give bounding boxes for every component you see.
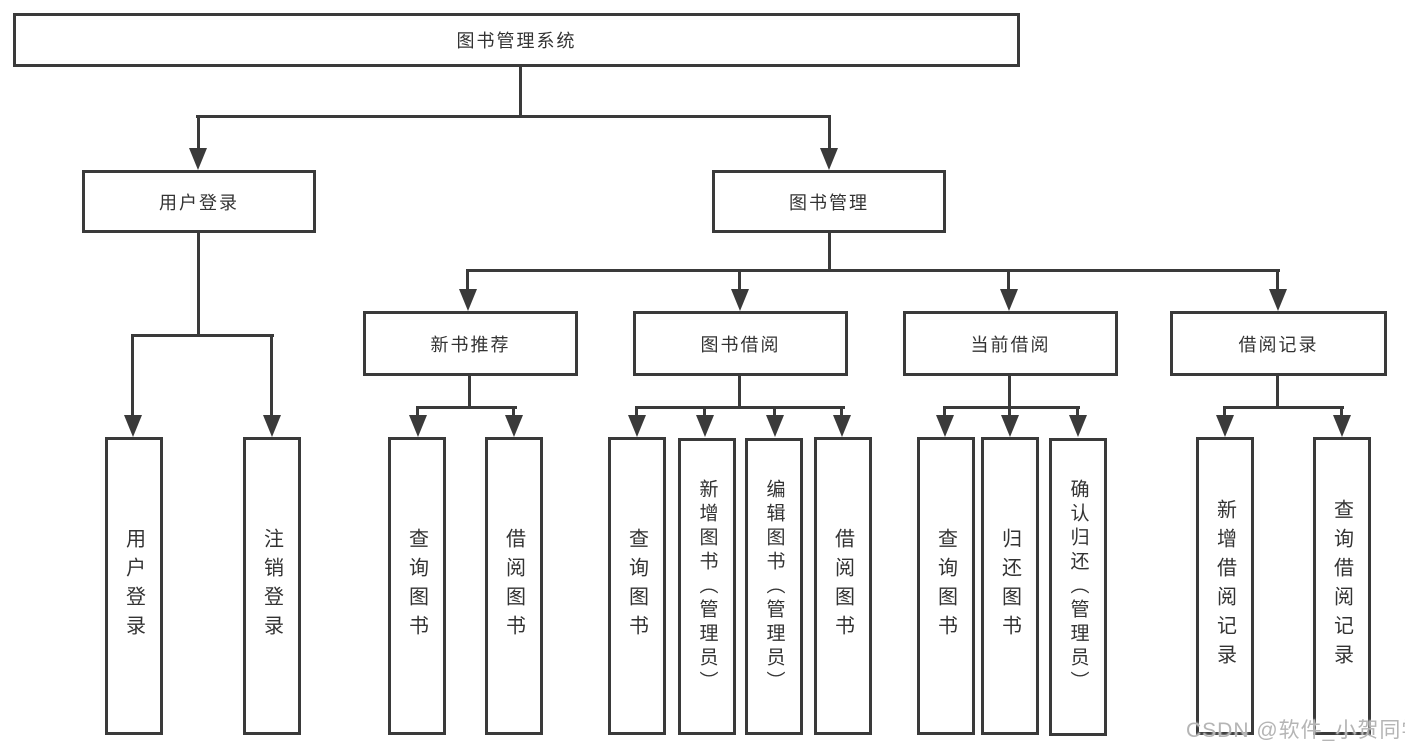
arrow-to-leaf-user-login — [124, 415, 142, 437]
connector-stub-book-borrow — [738, 269, 741, 292]
leaf-br-add-record: 新增借阅记录 — [1196, 437, 1254, 735]
leaf-cb-confirm-return-admin: 确认归还（管理员） — [1049, 438, 1107, 736]
leaf-nbr-borrow-books: 借阅图书 — [485, 437, 543, 735]
node-book-borrow: 图书借阅 — [633, 311, 848, 376]
arrow-to-current-borrow — [1000, 289, 1018, 311]
connector-userlogin-stem — [197, 233, 200, 337]
connector-stub-cb-return — [1008, 406, 1011, 418]
arrow-to-br-add — [1216, 415, 1234, 437]
connector-stub-current-borrow — [1007, 269, 1010, 292]
leaf-bb-edit-books-admin: 编辑图书（管理员） — [745, 438, 803, 735]
leaf-logout: 注销登录 — [243, 437, 301, 735]
connector-stub-br-add — [1223, 406, 1226, 418]
arrow-to-cb-return — [1001, 415, 1019, 437]
connector-stub-bb-query — [635, 406, 638, 418]
connector-root-rail — [196, 115, 831, 118]
arrow-to-bb-edit — [766, 415, 784, 437]
leaf-bb-add-books-admin: 新增图书（管理员） — [678, 438, 736, 735]
connector-stub-nbr-borrow — [512, 406, 515, 418]
arrow-to-bb-borrow — [833, 415, 851, 437]
arrow-to-bb-query — [628, 415, 646, 437]
connector-stub-book-mgmt — [828, 115, 831, 151]
connector-cb-stem — [1008, 376, 1011, 409]
connector-stub-cb-confirm — [1076, 406, 1079, 418]
arrow-to-nbr-borrow — [505, 415, 523, 437]
node-borrow-record: 借阅记录 — [1170, 311, 1387, 376]
leaf-bb-query-books: 查询图书 — [608, 437, 666, 735]
csdn-watermark: CSDN @软件_小贺同学 — [1186, 719, 1405, 742]
node-new-book-recommend: 新书推荐 — [363, 311, 578, 376]
connector-br-stem — [1276, 376, 1279, 409]
leaf-user-login: 用户登录 — [105, 437, 163, 735]
connector-root-stem — [519, 65, 522, 118]
connector-bookmgmt-rail — [466, 269, 1280, 272]
connector-stub-leaf-logout — [270, 334, 273, 417]
arrow-to-cb-confirm — [1069, 415, 1087, 437]
connector-stub-bb-edit — [773, 406, 776, 418]
leaf-cb-query-books: 查询图书 — [917, 437, 975, 735]
connector-br-rail — [1223, 406, 1344, 409]
arrow-to-nbr-query — [409, 415, 427, 437]
leaf-nbr-query-books: 查询图书 — [388, 437, 446, 735]
arrow-to-book-borrow — [731, 289, 749, 311]
connector-stub-bb-borrow — [840, 406, 843, 418]
leaf-bb-borrow-books: 借阅图书 — [814, 437, 872, 735]
node-current-borrow: 当前借阅 — [903, 311, 1118, 376]
connector-stub-nbr-query — [416, 406, 419, 418]
connector-stub-bb-add — [703, 406, 706, 418]
arrow-to-book-mgmt — [820, 148, 838, 170]
arrow-to-user-login — [189, 148, 207, 170]
connector-nbr-rail — [416, 406, 517, 409]
arrow-to-borrow-record — [1269, 289, 1287, 311]
leaf-br-query-record: 查询借阅记录 — [1313, 437, 1371, 735]
connector-bookmgmt-stem — [828, 233, 831, 272]
connector-stub-borrow-record — [1276, 269, 1279, 292]
connector-bb-rail — [635, 406, 845, 409]
connector-stub-leaf-user-login — [131, 334, 134, 417]
connector-stub-new-book-rec — [466, 269, 469, 292]
arrow-to-cb-query — [936, 415, 954, 437]
arrow-to-br-query — [1333, 415, 1351, 437]
node-user-login: 用户登录 — [82, 170, 316, 233]
connector-nbr-stem — [468, 376, 471, 409]
connector-stub-user-login — [197, 115, 200, 151]
node-root: 图书管理系统 — [13, 13, 1020, 67]
leaf-cb-return-books: 归还图书 — [981, 437, 1039, 735]
connector-userlogin-rail — [131, 334, 274, 337]
connector-cb-rail — [943, 406, 1080, 409]
connector-bb-stem — [738, 376, 741, 409]
connector-stub-br-query — [1340, 406, 1343, 418]
arrow-to-leaf-logout — [263, 415, 281, 437]
arrow-to-new-book-rec — [459, 289, 477, 311]
node-book-management: 图书管理 — [712, 170, 946, 233]
connector-stub-cb-query — [943, 406, 946, 418]
arrow-to-bb-add — [696, 415, 714, 437]
